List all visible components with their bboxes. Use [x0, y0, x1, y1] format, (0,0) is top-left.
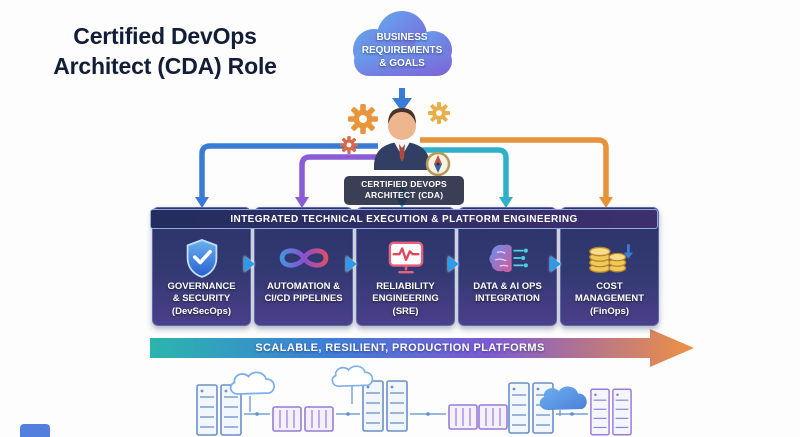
cloud-label: BUSINESS REQUIREMENTS & GOALS: [361, 32, 443, 69]
bottom-left-decoration: [20, 424, 50, 437]
pillar-flow-arrow-icon: [448, 256, 459, 272]
server-container: [448, 404, 478, 430]
cloud-icon: [229, 371, 276, 395]
business-requirements-cloud: BUSINESS REQUIREMENTS & GOALS: [336, 6, 468, 94]
heartbeat-monitor-icon: [387, 236, 425, 280]
connector-cost: [420, 137, 609, 197]
compass-icon: [425, 151, 451, 177]
brain-circuit-icon: [486, 236, 530, 280]
server-container: [478, 404, 508, 430]
pillar-flow-arrow-icon: [346, 256, 357, 272]
pillar-label: AUTOMATION & CI/CD PIPELINES: [264, 281, 343, 305]
pillar-label: DATA & AI OPS INTEGRATION: [473, 281, 542, 305]
cloud-shape: [353, 11, 452, 76]
cloud-icon: [331, 365, 374, 387]
pillar-flow-arrow-icon: [244, 256, 255, 272]
connector-dataops: [420, 147, 509, 197]
architect-figure: [332, 100, 472, 184]
gear-icon: [428, 102, 450, 124]
server-rack: [362, 380, 384, 432]
down-arrow-icon: [623, 244, 633, 259]
pillar-label: COST MANAGEMENT (FinOps): [574, 281, 645, 317]
infinity-loop-icon: [276, 236, 332, 280]
platforms-arrow-label: SCALABLE, RESILIENT, PRODUCTION PLATFORM…: [255, 342, 545, 354]
cloud-to-architect-arrow: [392, 88, 412, 112]
server-rack: [590, 388, 610, 436]
shield-check-icon: [184, 236, 220, 280]
server-container: [272, 406, 302, 432]
architect-to-pillar-connectors: [199, 137, 609, 198]
page-title: Certified DevOps Architect (CDA) Role: [53, 23, 277, 79]
pillar-flow-arrow-icon: [550, 256, 561, 272]
architect-label: CERTIFIED DEVOPS ARCHITECT (CDA): [344, 176, 464, 205]
server-rack: [196, 384, 218, 436]
platforms-arrow: [150, 329, 694, 367]
infrastructure-illustration: [196, 365, 632, 436]
connector-governance: [199, 143, 378, 197]
server-rack: [612, 388, 632, 436]
integration-banner: INTEGRATED TECHNICAL EXECUTION & PLATFOR…: [150, 209, 658, 229]
pillar-label: GOVERNANCE & SECURITY (DevSecOps): [167, 281, 236, 317]
gear-icon: [348, 104, 378, 134]
server-rack: [508, 382, 530, 434]
network-nodes: [255, 412, 574, 418]
connector-automation: [299, 154, 382, 197]
server-rack: [386, 380, 408, 432]
architect-avatar: [374, 108, 430, 170]
pillar-label: RELIABILITY ENGINEERING (SRE): [372, 281, 439, 317]
server-container: [304, 406, 334, 432]
gear-icon: [340, 136, 358, 154]
coin-stack-icon: [587, 236, 633, 280]
cloud-icon: [539, 386, 587, 410]
